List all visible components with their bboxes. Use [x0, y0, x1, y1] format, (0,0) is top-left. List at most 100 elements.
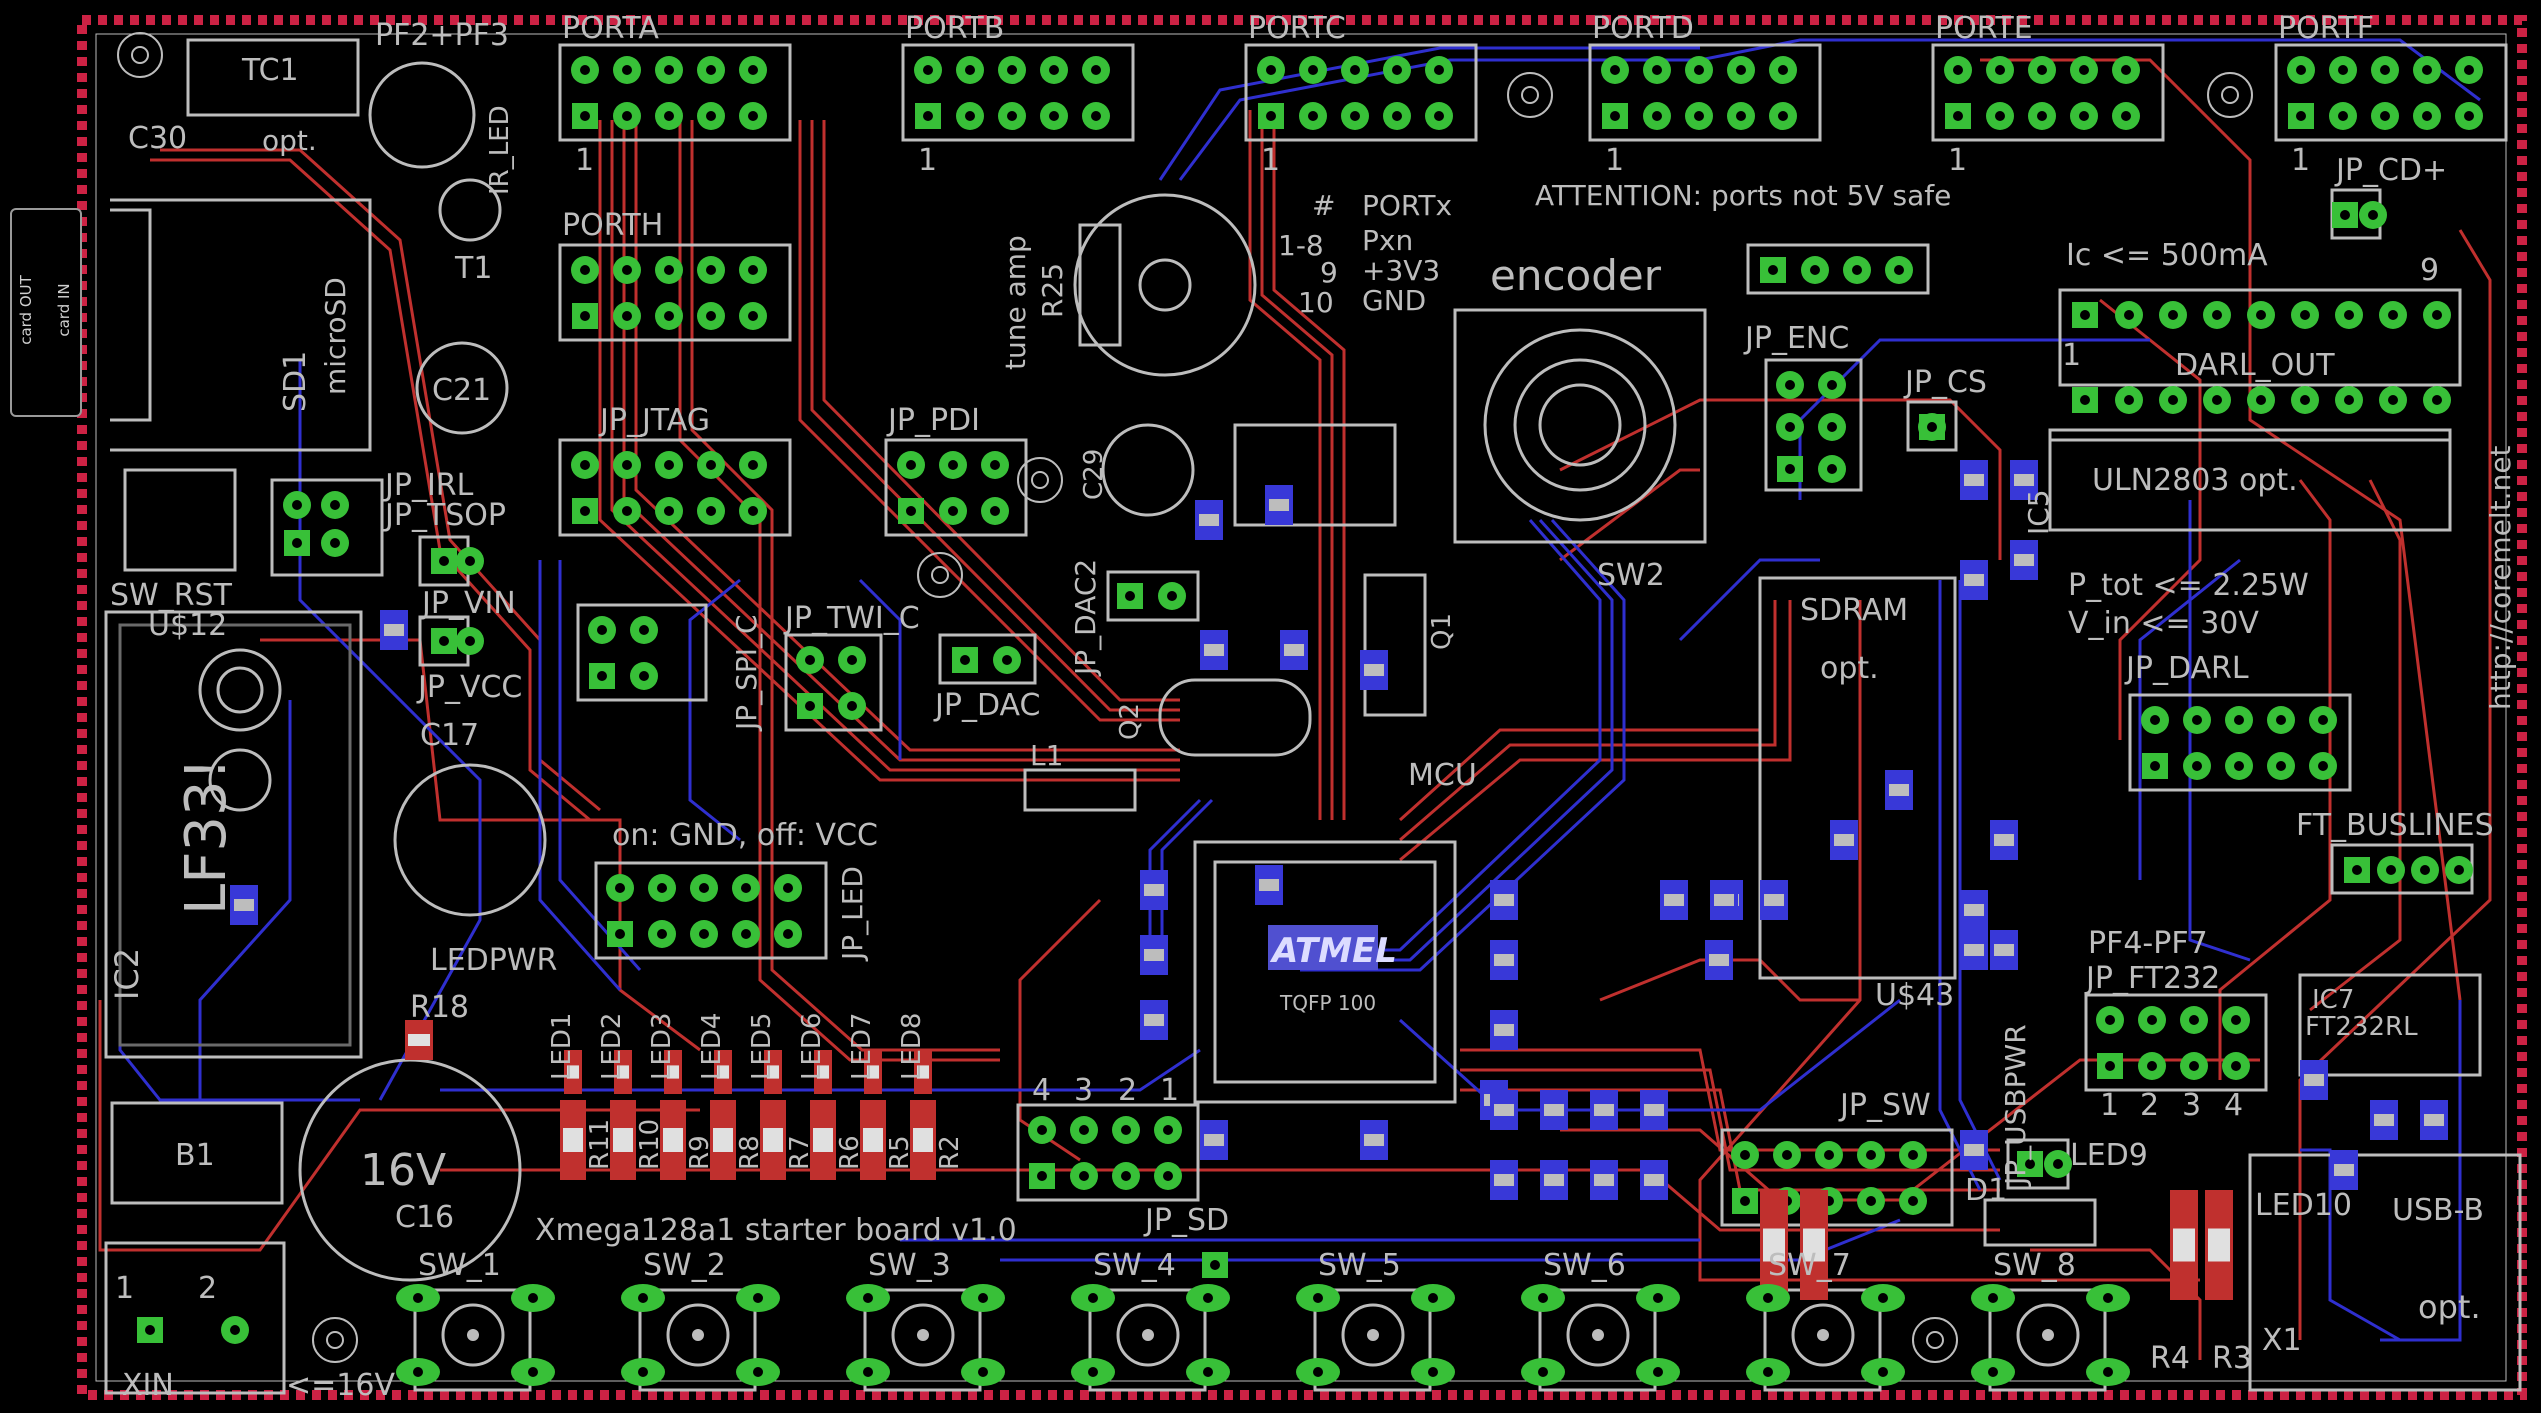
mounting-holes: [117, 32, 2253, 1363]
label-pin-r1a: 1-8: [1278, 229, 1324, 262]
tactile-switch[interactable]: [1521, 1284, 1680, 1386]
label-ft-n2: 2: [2140, 1088, 2159, 1123]
label-sdram: SDRAM: [1800, 593, 1908, 628]
smd-parts: [230, 460, 2448, 1300]
label-ptot: P_tot <= 2.25W: [2068, 568, 2309, 603]
tactile-switch[interactable]: [621, 1284, 780, 1386]
label-r25: R25: [1036, 263, 1069, 318]
switch-label: SW_3: [868, 1248, 951, 1283]
label-ic2: IC2: [108, 948, 146, 1000]
label-jp-twi-c: JP_TWI_C: [783, 601, 920, 636]
label-microsd: microSD: [319, 277, 352, 395]
label-portc: PORTC: [1248, 11, 1346, 46]
label-c30: C30: [128, 121, 187, 156]
label-jp-led: JP_LED: [836, 866, 869, 962]
label-u12: U$12: [148, 608, 227, 643]
switch-label: SW_2: [643, 1248, 726, 1283]
led-label: LED3: [647, 1013, 677, 1080]
silkscreen-outlines: [104, 38, 2522, 1395]
resistor-label: R8: [735, 1135, 765, 1170]
resistor-label: R11: [585, 1119, 615, 1170]
label-sd1: SD1: [278, 351, 313, 412]
label-jp-cs: JP_CS: [1903, 365, 1987, 400]
led-label: LED7: [847, 1013, 877, 1080]
label-16v: 16V: [360, 1145, 446, 1196]
label-jp-jtag: JP_JTAG: [598, 403, 710, 438]
label-jp-usbpwr: JP_USBPWR: [1999, 1024, 2032, 1187]
label-jp-enc: JP_ENC: [1743, 321, 1849, 356]
label-usb-b: USB-B: [2392, 1193, 2484, 1228]
label-jp-spi-c: JP_SPI_C: [730, 614, 763, 732]
label-ir-led: IR_LED: [485, 105, 515, 195]
label-pin-r3b: GND: [1362, 284, 1426, 317]
resistor-label: R10: [635, 1119, 665, 1170]
board-outline: [77, 15, 2527, 1400]
tactile-switch[interactable]: [1296, 1284, 1455, 1386]
led-label: LED1: [547, 1013, 577, 1080]
label-jp-sw: JP_SW: [1838, 1088, 1931, 1123]
label-jp-tsop: JP_TSOP: [383, 498, 506, 533]
label-pin-r2a: 9: [1320, 256, 1338, 289]
label-sdram-opt: opt.: [1820, 651, 1879, 686]
label-n9: 9: [2420, 253, 2439, 288]
label-r18: R18: [410, 990, 469, 1025]
label-jp-dac: JP_DAC: [933, 688, 1040, 723]
tactile-switch[interactable]: [1071, 1284, 1230, 1386]
label-jp-dac2: JP_DAC2: [1069, 559, 1102, 677]
tactile-switch[interactable]: [396, 1284, 555, 1386]
switch-label: SW_7: [1768, 1248, 1851, 1283]
label-c16: C16: [395, 1200, 454, 1235]
label-jp-vcc: JP_VCC: [416, 670, 522, 705]
label-c29: C29: [1079, 449, 1109, 500]
label-q2: Q2: [1115, 703, 1145, 740]
label-xin-n2: 2: [198, 1271, 217, 1306]
label-q1: Q1: [1427, 613, 1457, 650]
label-c21: C21: [432, 373, 491, 408]
resistor-label: R2: [935, 1135, 965, 1170]
label-tqfp: TQFP 100: [1279, 991, 1376, 1015]
label-portf: PORTF: [2278, 11, 2374, 46]
card-in-label: card IN: [55, 283, 73, 337]
label-ft-n1: 1: [2100, 1088, 2119, 1123]
label-attention: ATTENTION: ports not 5V safe: [1535, 179, 1951, 212]
label-portb: PORTB: [905, 11, 1004, 46]
label-sd-n2: 2: [1118, 1073, 1137, 1108]
switch-label: SW_5: [1318, 1248, 1401, 1283]
led-label: LED5: [747, 1013, 777, 1080]
label-sd-n4: 4: [1032, 1073, 1051, 1108]
label-jp-vin: JP_VIN: [420, 586, 516, 621]
label-sw2: SW2: [1597, 558, 1665, 593]
label-jp-ft232: JP_FT232: [2084, 961, 2220, 996]
label-onoff: on: GND, off: VCC: [612, 818, 878, 853]
label-pin-r3a: 10: [1298, 286, 1334, 319]
label-ft232: FT232RL: [2305, 1012, 2418, 1042]
led-label: LED4: [697, 1013, 727, 1080]
header-pads: [137, 56, 2483, 1344]
label-vin-limit: V_in <= 30V: [2068, 606, 2259, 641]
switch-label: SW_8: [1993, 1248, 2076, 1283]
label-portd: PORTD: [1592, 11, 1694, 46]
label-pin-h2: PORTx: [1362, 189, 1452, 222]
tactile-switch[interactable]: [1971, 1284, 2130, 1386]
label-n1-a: 1: [575, 143, 594, 178]
led-label: LED6: [797, 1013, 827, 1080]
label-r3: R3: [2212, 1341, 2252, 1376]
label-board-title: Xmega128a1 starter board v1.0: [535, 1213, 1017, 1248]
label-t1: T1: [454, 251, 492, 286]
label-darl-out: DARL_OUT: [2175, 348, 2335, 383]
label-u43: U$43: [1875, 978, 1954, 1013]
label-jp-cd: JP_CD+: [2334, 153, 2447, 188]
label-ft-buslines: FT_BUSLINES: [2296, 808, 2494, 843]
tactile-switch[interactable]: [846, 1284, 1005, 1386]
label-b1: B1: [175, 1138, 215, 1173]
tactile-switch[interactable]: [1746, 1284, 1905, 1386]
label-ic7: IC7: [2312, 985, 2354, 1015]
label-tc1-opt: opt.: [262, 124, 317, 157]
label-ledpwr: LEDPWR: [430, 943, 557, 978]
label-jp-irl: JP_IRL: [383, 468, 474, 503]
label-jp-pdi: JP_PDI: [886, 403, 980, 438]
label-sd-n1: 1: [1160, 1073, 1179, 1108]
label-lf33: LF33!: [174, 758, 239, 915]
